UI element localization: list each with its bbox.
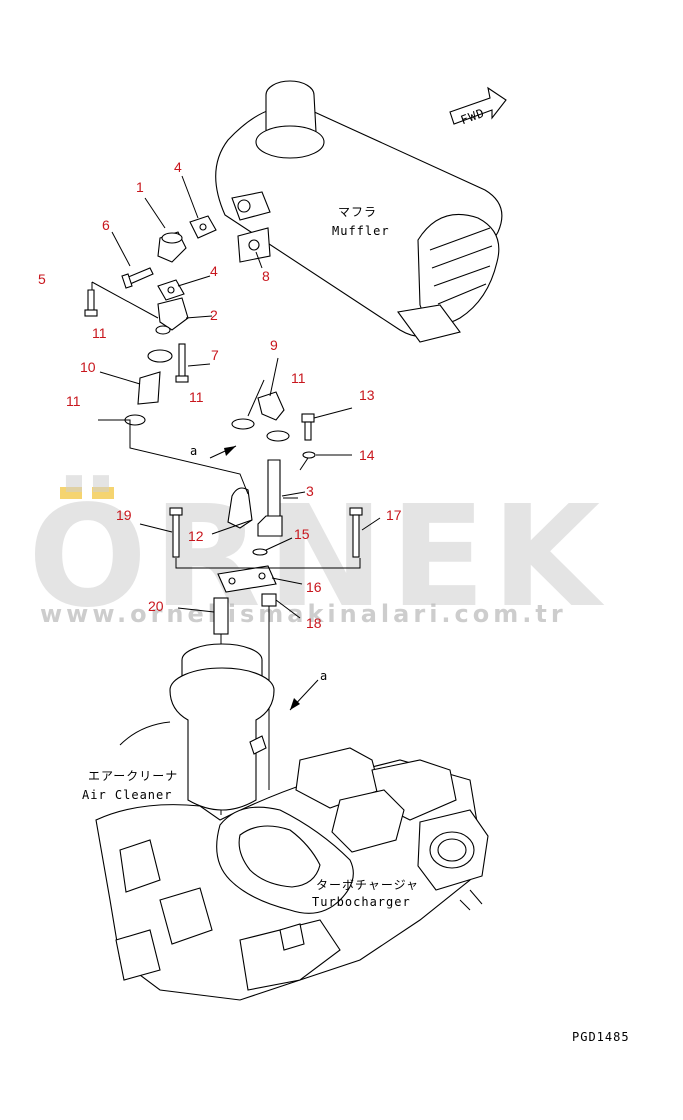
callout-2: 2 bbox=[210, 307, 218, 323]
muffler-label-en: Muffler bbox=[332, 224, 390, 238]
fwd-arrow: FWD bbox=[449, 86, 507, 127]
watermark-url: www.ornekismakinalari.com.tr bbox=[40, 600, 567, 628]
air-cleaner-label-en: Air Cleaner bbox=[82, 788, 172, 802]
callout-4-lower: 4 bbox=[210, 263, 218, 279]
watermark-accent-right bbox=[92, 487, 114, 499]
watermark-accent-left bbox=[60, 487, 82, 499]
callout-11-a: 11 bbox=[92, 325, 107, 341]
callout-15: 15 bbox=[294, 526, 310, 542]
air-cleaner-label-jp: エアークリーナ bbox=[88, 769, 178, 783]
callout-11-b: 11 bbox=[189, 389, 204, 405]
callout-10: 10 bbox=[80, 359, 96, 375]
callout-7: 7 bbox=[211, 347, 219, 363]
callout-4-upper: 4 bbox=[174, 159, 182, 175]
callout-leaders bbox=[99, 175, 381, 619]
drawing-code: PGD1485 bbox=[572, 1030, 630, 1044]
callouts: 1 2 3 4 4 5 6 7 8 9 10 11 11 11 11 12 13… bbox=[38, 159, 402, 631]
callout-8: 8 bbox=[262, 268, 270, 284]
callout-3: 3 bbox=[306, 483, 314, 499]
callout-14: 14 bbox=[359, 447, 375, 463]
callout-19: 19 bbox=[116, 507, 132, 523]
callout-9: 9 bbox=[270, 337, 278, 353]
callout-20: 20 bbox=[148, 598, 164, 614]
callout-11-c: 11 bbox=[66, 393, 81, 409]
callout-1: 1 bbox=[136, 179, 144, 195]
engine-block: ターボチャージャ Turbocharger bbox=[95, 747, 489, 1001]
upper-parts bbox=[84, 215, 363, 635]
callout-17: 17 bbox=[386, 507, 402, 523]
callout-18: 18 bbox=[306, 615, 322, 631]
callout-16: 16 bbox=[306, 579, 322, 595]
ref-a-top: a bbox=[190, 444, 198, 458]
callout-6: 6 bbox=[102, 217, 110, 233]
reference-markers: a a bbox=[190, 444, 328, 711]
ref-a-bottom: a bbox=[320, 669, 328, 683]
callout-11-d: 11 bbox=[291, 370, 306, 386]
callout-12: 12 bbox=[188, 528, 204, 544]
air-cleaner: エアークリーナ Air Cleaner bbox=[82, 643, 275, 811]
muffler-label-jp: マフラ bbox=[338, 205, 377, 219]
turbocharger-label-jp: ターボチャージャ bbox=[316, 878, 419, 892]
turbocharger-label-en: Turbocharger bbox=[312, 895, 411, 909]
muffler: マフラ Muffler bbox=[215, 80, 503, 343]
watermark: ÖRNEK www.ornekismakinalari.com.tr bbox=[28, 474, 606, 639]
callout-13: 13 bbox=[359, 387, 375, 403]
callout-5: 5 bbox=[38, 271, 46, 287]
watermark-brand: ÖRNEK bbox=[28, 474, 606, 639]
